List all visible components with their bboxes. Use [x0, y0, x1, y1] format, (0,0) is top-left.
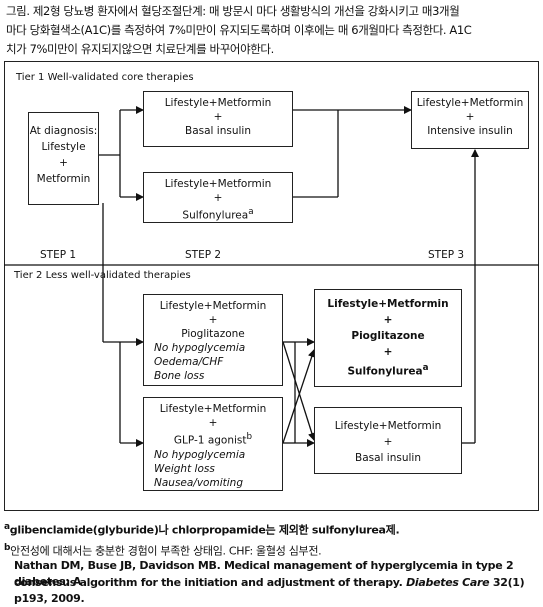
glp-line-2: +	[208, 417, 218, 429]
pio-note-1: No hypoglycemia	[154, 342, 246, 354]
arrow-pio-to-basal2	[282, 341, 316, 441]
glp-line-3: GLP-1 agonistb	[173, 432, 253, 447]
pio-sulf-line-4: +	[383, 346, 393, 358]
basal-line-2: +	[213, 111, 223, 123]
box-intensive-insulin: Lifestyle+Metformin + Intensive insulin	[411, 91, 529, 149]
pio-note-2: Oedema/CHF	[154, 356, 224, 368]
basal-line-3: Basal insulin	[185, 125, 251, 137]
tier2-label: Tier 2 Less well-validated therapies	[14, 270, 191, 281]
basal2-line-3: Basal insulin	[355, 452, 421, 464]
intensive-line-1: Lifestyle+Metformin	[416, 97, 524, 109]
sulf-line-3: Sulfonylureaa	[182, 207, 254, 222]
box-glp1-agonist: Lifestyle+Metformin + GLP-1 agonistb No …	[143, 397, 283, 491]
figure-caption: 그림. 제2형 당뇨병 환자에서 혈당조절단계: 매 방문시 마다 생활방식의 …	[6, 2, 538, 59]
step3-label: STEP 3	[428, 249, 465, 261]
diagram-frame	[4, 61, 539, 511]
connector-layer	[4, 106, 539, 447]
pio-sulf-line-5: Sulfonylureaa	[347, 363, 429, 378]
box-at-diagnosis: At diagnosis: Lifestyle + Metformin	[28, 112, 99, 205]
box-pioglitazone: Lifestyle+Metformin + Pioglitazone No hy…	[143, 294, 283, 386]
diagnosis-line-1: At diagnosis:	[29, 125, 98, 137]
glp-line-1: Lifestyle+Metformin	[159, 403, 267, 415]
step2-label: STEP 2	[185, 249, 222, 261]
tier1-label: Tier 1 Well-validated core therapies	[16, 72, 194, 83]
sulf-line-2: +	[213, 192, 223, 204]
footnote-a: aglibenclamide(glyburide)나 chlorpropamid…	[4, 522, 400, 537]
diagnosis-line-3: +	[59, 157, 68, 169]
pio-sulf-line-3: Pioglitazone	[351, 330, 425, 342]
diagnosis-line-4: Metformin	[36, 173, 91, 185]
caption-line-3: 치가 7%미만이 유지되지않으면 치료단계를 바꾸어야한다.	[6, 42, 274, 56]
box-basal-insulin: Lifestyle+Metformin + Basal insulin	[143, 91, 293, 147]
box-sulfonylurea: Lifestyle+Metformin + Sulfonylureaa	[143, 172, 293, 223]
basal2-line-1: Lifestyle+Metformin	[334, 420, 442, 432]
basal-line-1: Lifestyle+Metformin	[164, 97, 272, 109]
caption-line-1: 그림. 제2형 당뇨병 환자에서 혈당조절단계: 매 방문시 마다 생활방식의 …	[6, 4, 460, 18]
pio-sulf-line-2: +	[383, 314, 393, 326]
reference-line-1: Nathan DM, Buse JB, Davidson MB. Medical…	[14, 559, 514, 588]
box-pioglitazone-sulfonylurea: Lifestyle+Metformin + Pioglitazone + Sul…	[314, 289, 462, 387]
intensive-line-2: +	[465, 111, 475, 123]
glp-note-1: No hypoglycemia	[154, 448, 246, 461]
intensive-line-3: Intensive insulin	[427, 125, 513, 137]
pio-sulf-line-1: Lifestyle+Metformin	[327, 298, 449, 310]
pio-note-3: Bone loss	[154, 370, 205, 382]
box-basal-insulin-tier2: Lifestyle+Metformin + Basal insulin	[314, 407, 462, 474]
basal2-line-2: +	[383, 436, 393, 448]
diagnosis-line-2: Lifestyle	[41, 141, 86, 153]
glp-note-3: Nausea/vomiting	[154, 476, 243, 489]
arrow-glp-to-pio-sulf	[282, 349, 316, 444]
pio-line-2: +	[208, 314, 218, 326]
sulf-line-1: Lifestyle+Metformin	[164, 178, 272, 190]
caption-line-2: 마다 당화혈색소(A1C)를 측정하여 7%미만이 유지되도록하며 이후에는 매…	[6, 23, 472, 37]
pio-line-1: Lifestyle+Metformin	[159, 300, 267, 312]
glp-note-2: Weight loss	[154, 462, 215, 475]
footnote-b: b안전성에 대해서는 충분한 경험이 부족한 상태임. CHF: 울혈성 심부전…	[4, 543, 322, 558]
reference-line-2: consensus algorithm for the initiation a…	[14, 576, 525, 605]
pio-line-3: Pioglitazone	[181, 328, 245, 340]
step1-label: STEP 1	[40, 249, 77, 261]
